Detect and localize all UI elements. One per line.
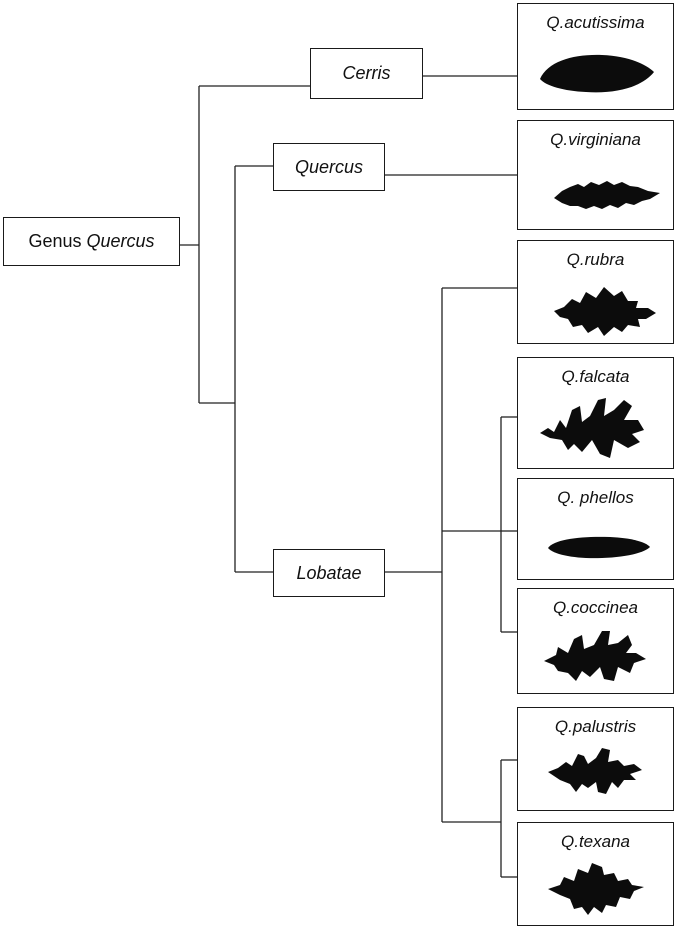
leaf-silhouette-deep-lobed	[544, 631, 646, 681]
section-node-cerris: Cerris	[310, 48, 423, 99]
section-node-quercus: Quercus	[273, 143, 385, 191]
section-label: Cerris	[342, 63, 391, 83]
species-label: Q. phellos	[557, 488, 634, 507]
leaf-silhouette-narrow-entire	[548, 536, 650, 559]
leaf-silhouette-shallow-lobed	[554, 287, 656, 336]
species-box-falcata: Q.falcata	[517, 357, 674, 469]
species-box-coccinea: Q.coccinea	[517, 588, 674, 694]
root-prefix: Genus	[28, 231, 87, 251]
section-label: Quercus	[294, 156, 364, 177]
leaf-silhouette-lanceolate	[540, 54, 654, 93]
species-label: Q.palustris	[554, 717, 637, 736]
leaf-silhouette-wavy-elliptic	[554, 181, 660, 209]
species-label: Q.coccinea	[552, 598, 639, 617]
species-box-virginiana: Q.virginiana	[517, 120, 674, 230]
species-box-texana: Q.texana	[517, 822, 674, 926]
section-node-lobatae: Lobatae	[273, 549, 385, 597]
species-label: Q.texana	[561, 832, 630, 851]
species-box-phellos: Q. phellos	[517, 478, 674, 580]
root-genus-node: Genus Quercus	[3, 217, 180, 266]
species-label: Q.rubra	[566, 250, 625, 269]
species-label: Q.virginiana	[550, 130, 641, 149]
root-genus-name: Quercus	[86, 231, 155, 251]
species-box-palustris: Q.palustris	[517, 707, 674, 811]
species-box-rubra: Q.rubra	[517, 240, 674, 344]
leaf-silhouette-deep-lobed	[540, 398, 644, 458]
leaf-silhouette-deep-lobed	[548, 863, 644, 915]
leaf-silhouette-deep-lobed	[548, 748, 642, 794]
section-label: Lobatae	[296, 562, 362, 583]
species-box-acutissima: Q.acutissima	[517, 3, 674, 110]
species-label: Q.acutissima	[546, 13, 645, 32]
species-label: Q.falcata	[561, 367, 630, 386]
